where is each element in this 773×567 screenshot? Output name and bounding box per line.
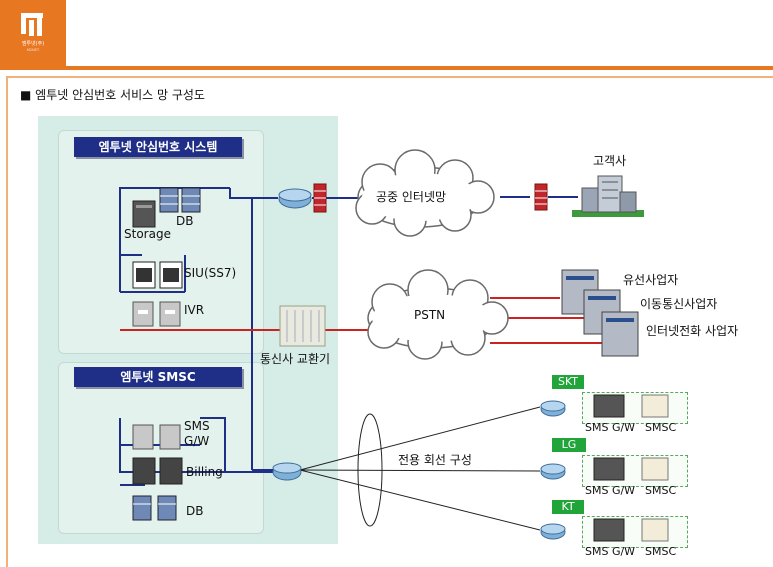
lgu-router-icon <box>540 463 566 480</box>
db-icon <box>159 187 201 213</box>
exchange-label: 통신사 교환기 <box>260 352 331 366</box>
skt-smsc-icon <box>641 394 669 418</box>
header-bar <box>0 0 773 66</box>
smsc-title: 엠투넷 SMSC <box>74 367 242 387</box>
internet-cloud-label: 공중 인터넷망 <box>376 190 447 204</box>
skt-router-icon <box>540 400 566 417</box>
ivr-server-icon <box>132 301 181 327</box>
kt-router-icon <box>540 523 566 540</box>
storage-icon <box>132 200 156 228</box>
kt-smsc-icon <box>641 518 669 542</box>
carrier-label-lgu: LG U+ <box>552 438 586 465</box>
building-icon <box>572 175 644 217</box>
skt-gw-label: SMS G/W <box>585 421 636 434</box>
customer-firewall-icon <box>534 183 548 211</box>
lgu-gw-label: SMS G/W <box>585 484 636 497</box>
internet-cloud <box>355 149 495 237</box>
billing-label: Billing <box>186 465 223 479</box>
exchange-icon <box>279 305 326 347</box>
smsc-db-label: DB <box>186 504 204 518</box>
kt-smsc-label: SMSC <box>645 545 677 558</box>
router-icon <box>278 188 312 209</box>
kt-sms-gw-icon <box>593 518 625 542</box>
logo-icon: 엠투넷(주) M2NET <box>21 13 44 52</box>
carrier-label-kt: KT <box>552 500 584 514</box>
sms-gw-server-icon <box>132 424 181 450</box>
smsc-router-icon <box>272 462 302 481</box>
skt-sms-gw-icon <box>593 394 625 418</box>
dedicated-line-label: 전용 회선 구성 <box>398 453 472 467</box>
billing-server-icon <box>132 457 183 485</box>
operator-wired-label: 유선사업자 <box>623 273 679 287</box>
smsc-db-icon <box>132 495 177 521</box>
siu-label: SIU(SS7) <box>184 266 237 280</box>
lgu-smsc-label: SMSC <box>645 484 677 497</box>
voip-operator-server-icon <box>601 311 639 357</box>
company-logo[interactable]: 엠투넷(주) M2NET <box>0 0 66 66</box>
skt-smsc-label: SMSC <box>645 421 677 434</box>
logo-subtext: M2NET <box>27 48 40 52</box>
system-title: 엠투넷 안심번호 시스템 <box>74 137 242 157</box>
carrier-label-skt: SKT <box>552 375 584 389</box>
operator-voip-label: 인터넷전화 사업자 <box>646 324 739 338</box>
page-title: ■ 엠투넷 안심번호 서비스 망 구성도 <box>20 88 205 102</box>
siu-server-icon <box>132 261 183 289</box>
logo-text: 엠투넷(주) <box>22 40 44 47</box>
lgu-sms-gw-icon <box>593 457 625 481</box>
operator-mobile-label: 이동통신사업자 <box>640 297 718 311</box>
pstn-cloud-label: PSTN <box>414 308 446 322</box>
pstn-cloud <box>367 269 509 360</box>
sms-gw-label: SMS G/W <box>184 419 210 448</box>
ivr-label: IVR <box>184 303 205 317</box>
storage-label: Storage <box>124 227 171 241</box>
lgu-smsc-icon <box>641 457 669 481</box>
firewall-icon <box>313 183 327 213</box>
kt-gw-label: SMS G/W <box>585 545 636 558</box>
db-label: DB <box>176 214 194 228</box>
customer-label: 고객사 <box>593 154 627 168</box>
header-divider <box>0 66 773 70</box>
